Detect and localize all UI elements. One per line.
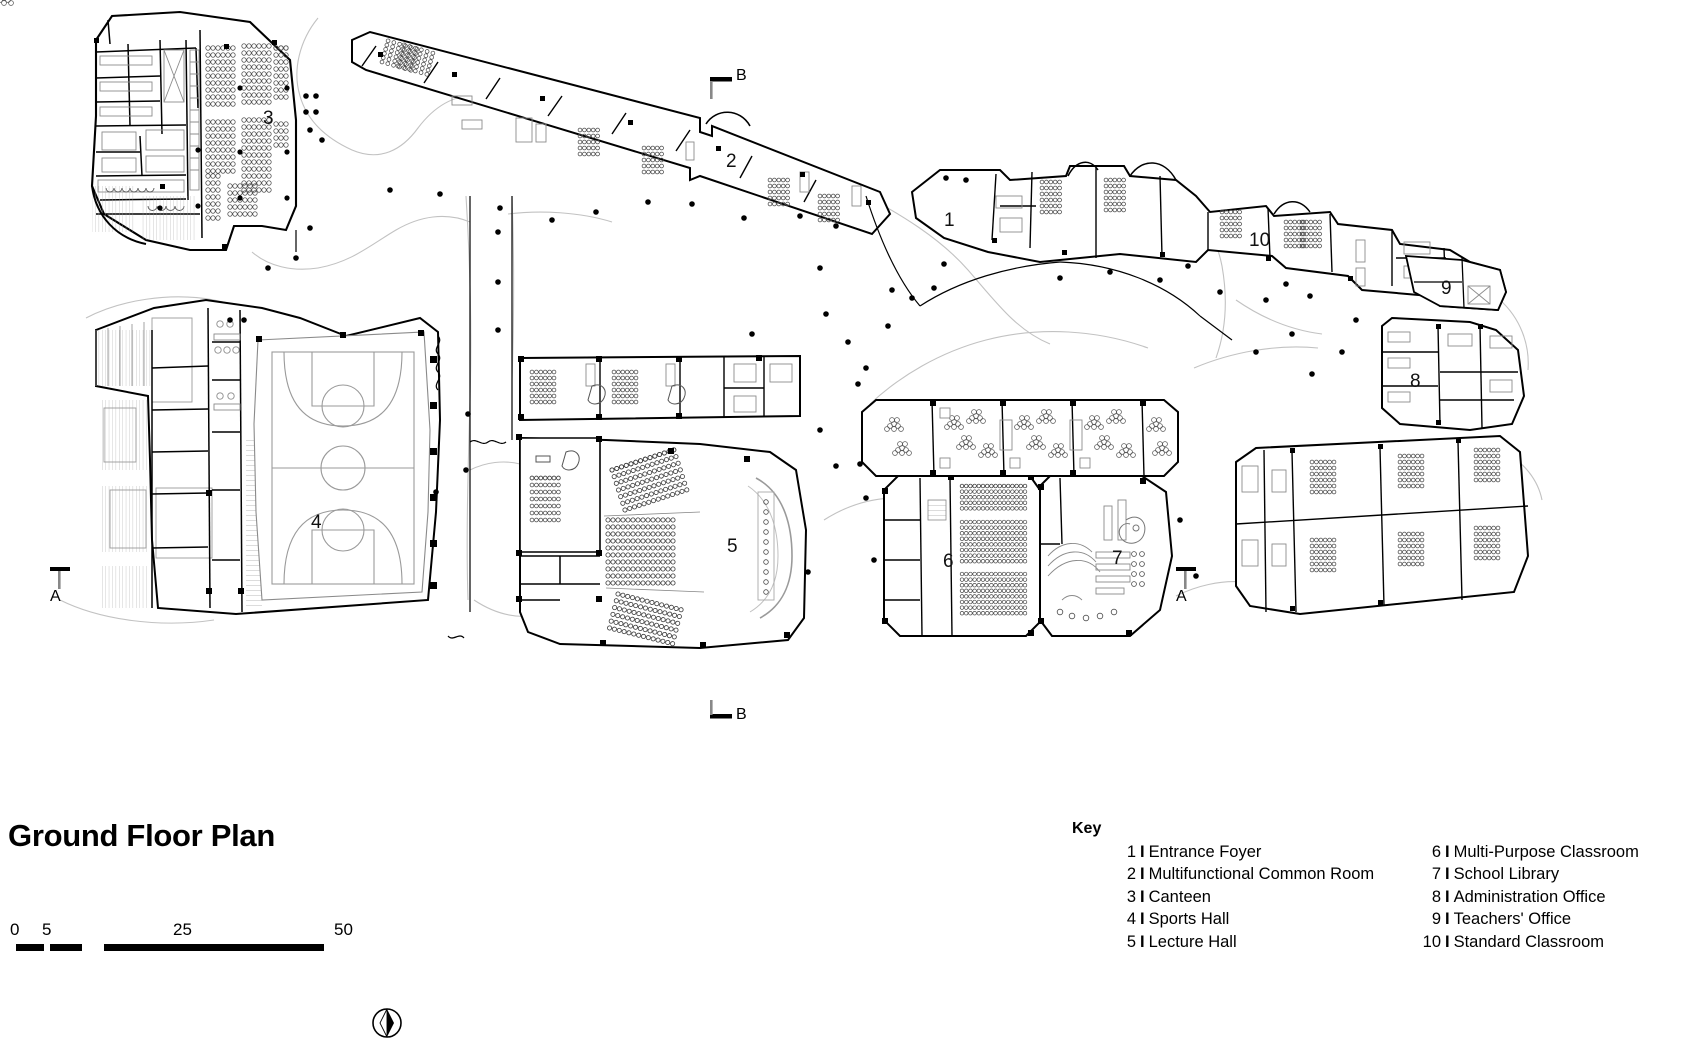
- scale-tick-0: 0: [10, 920, 20, 939]
- section-marker-a-right: [1176, 567, 1196, 589]
- key-item-separator: I: [1445, 865, 1450, 884]
- room-callout-9: 9: [1441, 278, 1452, 299]
- scale-bar-labels: 0 5 25 50: [6, 920, 366, 942]
- key-item-separator: I: [1140, 887, 1145, 906]
- circulation-spine: [295, 195, 1233, 612]
- block-teachers-office: [1404, 255, 1507, 311]
- key-item-separator: I: [1445, 910, 1450, 929]
- key-item-label: School Library: [1453, 865, 1560, 884]
- key-item-separator: I: [1140, 932, 1145, 951]
- page-title: Ground Floor Plan: [8, 818, 275, 853]
- key-item-number: 10: [1422, 932, 1441, 951]
- lecture-hall-seating: [603, 446, 705, 647]
- key-item-separator: I: [1140, 910, 1145, 929]
- key-item-number: 7: [1431, 865, 1441, 884]
- block-library: [1038, 472, 1174, 637]
- room-callout-4: 4: [311, 512, 322, 533]
- room-callout-8: 8: [1410, 371, 1421, 392]
- block-planted-court: [0, 0, 1179, 477]
- key-item-label: Multi-Purpose Classroom: [1453, 843, 1639, 861]
- room-callout-6: 6: [943, 551, 954, 572]
- key-item-label: Entrance Foyer: [1148, 843, 1262, 861]
- room-callout-3: 3: [263, 108, 274, 129]
- room-callout-2: 2: [726, 151, 737, 172]
- north-arrow: [370, 1006, 404, 1040]
- room-callout-5: 5: [727, 536, 738, 557]
- key-item-number: 2: [1126, 865, 1136, 884]
- key-item-separator: I: [1140, 843, 1145, 861]
- key-item-label: Canteen: [1148, 887, 1211, 906]
- block-lecture-hall: [447, 434, 808, 650]
- title-block: Ground Floor Plan: [8, 818, 275, 854]
- block-canteen: [90, 10, 298, 252]
- room-callout-10: 10: [1249, 230, 1271, 251]
- key-item-number: 6: [1431, 843, 1441, 861]
- key-item-number: 9: [1431, 910, 1441, 929]
- block-common-room: [351, 30, 892, 236]
- scale-tick-25: 25: [173, 920, 192, 939]
- key-item-label: Multifunctional Common Room: [1148, 865, 1375, 884]
- key-item-number: 4: [1126, 910, 1136, 929]
- block-entrance-foyer: [910, 161, 1508, 312]
- key-item-number: 5: [1126, 932, 1136, 951]
- key-item-label: Administration Office: [1453, 887, 1606, 906]
- key-item-number: 1: [1126, 843, 1136, 861]
- key-item-number: 3: [1126, 887, 1136, 906]
- section-marker-a-left: [50, 567, 70, 589]
- key-item-label: Sports Hall: [1148, 910, 1230, 929]
- room-callout-7: 7: [1112, 548, 1123, 569]
- key-item-separator: I: [1445, 887, 1450, 906]
- key-item-number: 8: [1431, 887, 1441, 906]
- section-marker-b-bottom: [710, 700, 732, 719]
- block-classroom-wing-se: [1235, 434, 1530, 616]
- key-item-separator: I: [1445, 843, 1450, 861]
- scale-bar: 0 5 25 50: [6, 920, 366, 954]
- block-sports-hall: [95, 298, 442, 616]
- block-centre-classrooms: [518, 354, 801, 422]
- site-trees: [227, 93, 1359, 579]
- room-callout-1: 1: [944, 210, 955, 231]
- key-item-separator: I: [1445, 932, 1450, 951]
- key-item-label: Lecture Hall: [1148, 932, 1237, 951]
- block-multipurpose: [882, 474, 1041, 637]
- scale-bar-graphic: [6, 944, 351, 954]
- key-item-separator: I: [1140, 865, 1145, 884]
- scale-tick-50: 50: [334, 920, 353, 939]
- block-administration: [1381, 316, 1526, 432]
- key-item-label: Standard Classroom: [1453, 932, 1604, 951]
- section-marker-b-top: [710, 77, 732, 99]
- scale-tick-5: 5: [42, 920, 52, 939]
- key-heading: Key: [1072, 820, 1102, 837]
- key-item-label: Teachers' Office: [1453, 910, 1572, 929]
